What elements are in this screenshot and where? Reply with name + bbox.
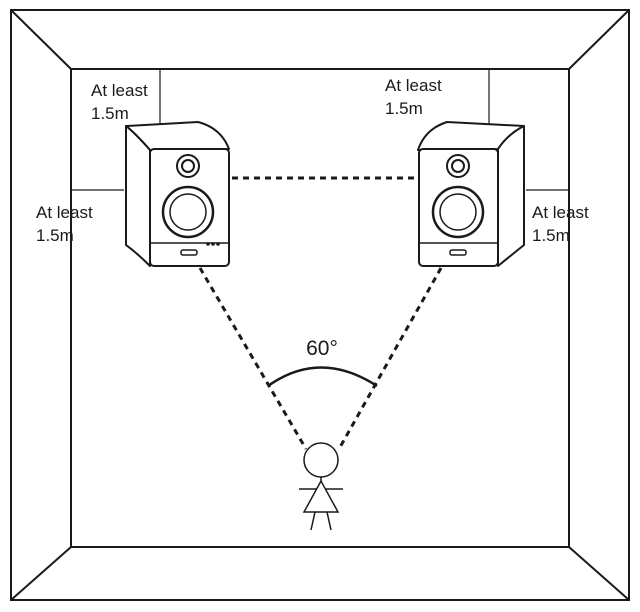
left-wall-label-line1: At least bbox=[36, 203, 93, 222]
back-wall-right-label-line2: 1.5m bbox=[385, 99, 423, 118]
speaker-left-port bbox=[180, 249, 198, 256]
speaker-left-led-3 bbox=[216, 242, 220, 246]
left-speaker-to-listener-line bbox=[198, 267, 308, 450]
speaker-left-led-1 bbox=[206, 242, 210, 246]
clearance-labels: At least 1.5m At least 1.5m At least 1.5… bbox=[36, 76, 589, 245]
speaker-right-woofer-inner bbox=[439, 193, 477, 231]
angle-label: 60° bbox=[306, 337, 338, 360]
speaker-right-tweeter-inner bbox=[451, 159, 465, 173]
angle-arc bbox=[267, 366, 378, 388]
corner-line-top-left bbox=[10, 9, 72, 70]
speaker-left-led-2 bbox=[211, 242, 215, 246]
listener-leg-left bbox=[310, 511, 316, 531]
back-wall-right-label-line1: At least bbox=[385, 76, 442, 95]
speaker-left-tweeter-inner bbox=[181, 159, 195, 173]
speaker-left bbox=[125, 121, 230, 267]
listener-body bbox=[302, 479, 340, 513]
speaker-right bbox=[417, 121, 525, 267]
dashed-paths bbox=[198, 176, 443, 450]
speaker-right-side bbox=[497, 125, 525, 267]
left-wall-label-line2: 1.5m bbox=[36, 226, 74, 245]
right-wall-label-line1: At least bbox=[532, 203, 589, 222]
corner-line-bottom-left bbox=[10, 546, 72, 601]
listener-leg-right bbox=[326, 511, 332, 531]
listener-figure bbox=[299, 442, 343, 531]
listener-head bbox=[303, 442, 339, 478]
room-outline bbox=[10, 9, 630, 601]
inner-wall bbox=[70, 68, 570, 548]
corner-line-top-right bbox=[568, 9, 630, 70]
speaker-left-side bbox=[125, 125, 151, 267]
speaker-right-port bbox=[449, 249, 467, 256]
corner-line-bottom-right bbox=[568, 546, 630, 601]
clearance-guides bbox=[71, 69, 569, 191]
back-wall-left-label-line2: 1.5m bbox=[91, 104, 129, 123]
outer-wall bbox=[10, 9, 630, 601]
speaker-left-woofer-inner bbox=[169, 193, 207, 231]
back-wall-left-label-line1: At least bbox=[91, 81, 148, 100]
right-speaker-to-listener-line bbox=[337, 267, 443, 450]
right-wall-label-line2: 1.5m bbox=[532, 226, 570, 245]
